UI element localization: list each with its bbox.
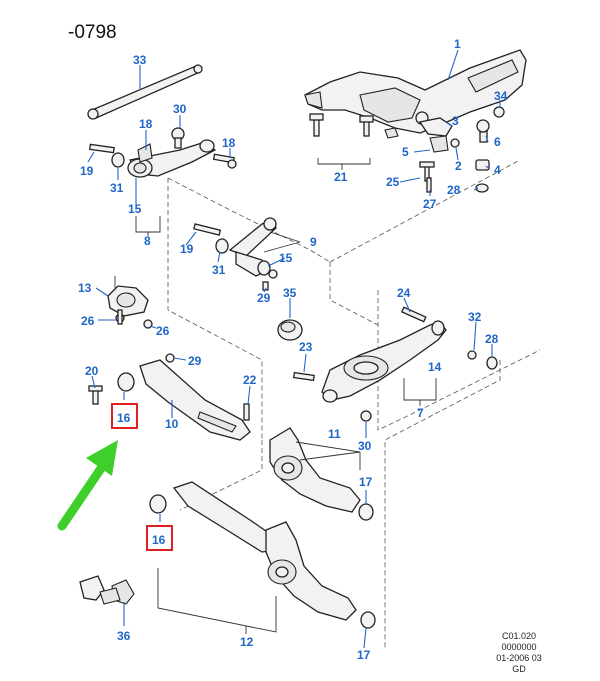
callout-3: 3 (452, 114, 459, 128)
part-9-upper-link (193, 217, 278, 291)
reference-line: 0000000 (501, 642, 537, 652)
reference-stamp: C01.020 0000000 01-2006 03 GD (474, 631, 564, 675)
callout-11: 11 (328, 427, 341, 441)
part-36-clip (79, 575, 135, 605)
part-3-5-link (418, 117, 460, 153)
callout-15: 15 (128, 202, 142, 216)
callout-36: 36 (117, 629, 131, 643)
part-35-cap (277, 319, 303, 341)
part-33-rod (87, 64, 203, 120)
callout-2: 2 (455, 159, 462, 173)
diagram-code: -0798 (68, 22, 117, 43)
callout-8: 8 (144, 234, 151, 248)
part-7-spring-arm (292, 306, 498, 422)
callout-20: 20 (85, 364, 99, 378)
callout-22: 22 (243, 373, 257, 387)
callout-31: 31 (110, 181, 124, 195)
callout-31: 31 (212, 263, 226, 277)
highlight-box-16-upper (111, 403, 138, 429)
callout-26: 26 (81, 314, 95, 328)
callout-18: 18 (222, 136, 236, 150)
callout-15: 15 (279, 251, 293, 265)
callout-6: 6 (494, 135, 501, 149)
callout-4: 4 (494, 163, 501, 177)
reference-line: 01-2006 03 (496, 653, 542, 663)
highlight-boxes (111, 403, 173, 551)
callout-19: 19 (80, 164, 94, 178)
callout-21: 21 (334, 170, 348, 184)
part-12-lower-arm (149, 481, 376, 629)
part-11-knuckle (269, 427, 374, 521)
callout-10: 10 (165, 417, 179, 431)
callout-35: 35 (283, 286, 297, 300)
callout-29: 29 (188, 354, 202, 368)
callout-25: 25 (386, 175, 400, 189)
callout-7: 7 (417, 406, 424, 420)
bolts-21 (309, 113, 374, 137)
callout-numbers: 1 33 30 18 18 19 31 15 8 34 3 6 5 2 4 21… (78, 37, 508, 662)
hardware-right-top (419, 106, 505, 193)
callout-5: 5 (402, 145, 409, 159)
callout-27: 27 (423, 197, 437, 211)
reference-line: C01.020 (501, 631, 537, 641)
part-10-trailing-arm (88, 353, 251, 441)
group-brackets (135, 158, 437, 634)
part-1-crossmember (304, 49, 527, 139)
callout-34: 34 (494, 89, 508, 103)
callout-28: 28 (485, 332, 499, 346)
reference-line: GD (512, 664, 526, 674)
callout-12: 12 (240, 635, 254, 649)
part-8-upper-arm (88, 127, 237, 178)
callout-19: 19 (180, 242, 194, 256)
callout-30: 30 (173, 102, 187, 116)
callout-13: 13 (78, 281, 92, 295)
callout-14: 14 (428, 360, 442, 374)
callout-26: 26 (156, 324, 170, 338)
callout-17: 17 (357, 648, 371, 662)
highlight-box-16-lower (146, 525, 173, 551)
callout-30: 30 (358, 439, 372, 453)
callout-16-highlighted: 16 (152, 533, 166, 547)
callout-17: 17 (359, 475, 373, 489)
green-arrow-pointer (57, 440, 118, 531)
callout-leaders (87, 49, 501, 649)
callout-16-highlighted: 16 (117, 411, 131, 425)
dashed-guide-lines (167, 159, 541, 650)
callout-1: 1 (454, 37, 461, 51)
callout-24: 24 (397, 286, 411, 300)
callout-23: 23 (299, 340, 313, 354)
callout-28: 28 (447, 183, 461, 197)
callout-32: 32 (468, 310, 482, 324)
callout-29: 29 (257, 291, 271, 305)
callout-9: 9 (310, 235, 317, 249)
callout-33: 33 (133, 53, 147, 67)
callout-18: 18 (139, 117, 153, 131)
part-13-bracket (107, 276, 153, 329)
